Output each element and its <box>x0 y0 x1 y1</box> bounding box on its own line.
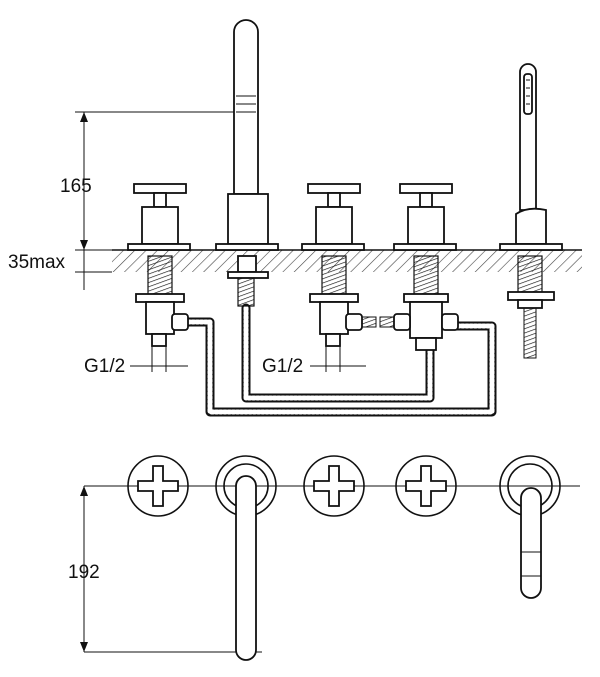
dimension-inlet-right: G1/2 <box>262 345 366 377</box>
center-valve-plan <box>303 455 365 517</box>
dimension-deck-thickness: 35max <box>8 244 112 290</box>
diverter-valve-plan <box>395 455 457 517</box>
handshower-elevation <box>499 63 563 359</box>
spout-plan <box>215 455 277 661</box>
dimension-inlet-left: G1/2 <box>84 345 188 377</box>
dimension-inlet-right-label: G1/2 <box>262 356 303 377</box>
diverter-valve-elevation <box>379 183 459 351</box>
dimension-192-label: 192 <box>68 562 100 583</box>
dimension-35max-label: 35max <box>8 252 66 273</box>
plan-view: 192 <box>68 455 580 661</box>
flexible-hoses <box>183 303 497 417</box>
left-valve-plan <box>127 455 189 517</box>
deck-surface <box>112 249 582 272</box>
dimension-spout-projection: 192 <box>68 486 100 652</box>
center-valve-elevation <box>301 183 377 347</box>
spout-elevation <box>215 19 279 307</box>
left-valve-elevation <box>127 183 191 347</box>
dimension-inlet-left-label: G1/2 <box>84 356 125 377</box>
dimension-165-label: 165 <box>60 176 92 197</box>
handshower-plan <box>499 455 561 599</box>
